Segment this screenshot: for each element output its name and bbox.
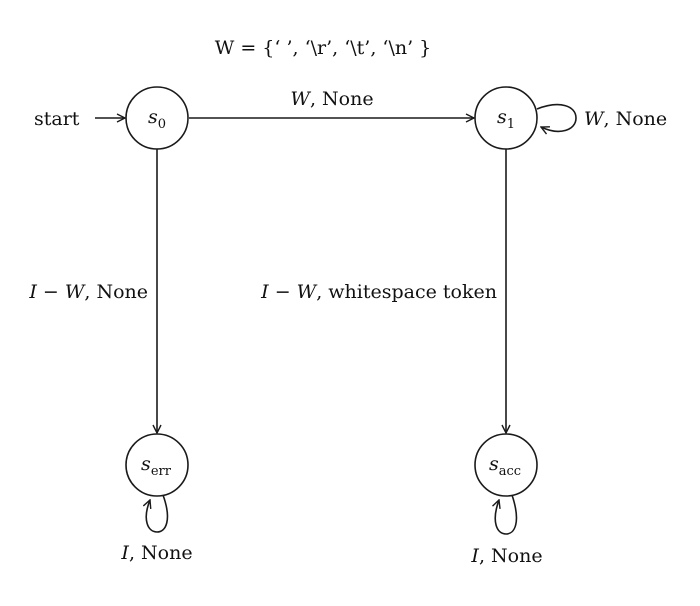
edge-sacc-loop xyxy=(495,494,518,535)
state-s0-label: s0 xyxy=(148,106,166,132)
state-serr-circle xyxy=(125,433,189,497)
start-label: start xyxy=(34,108,80,130)
state-s0: s0 xyxy=(125,86,189,150)
state-sacc-circle xyxy=(474,433,538,497)
state-s0-circle xyxy=(125,86,189,150)
state-sacc: sacc xyxy=(474,433,538,497)
edge-s0-s1-label: W, None xyxy=(290,88,373,110)
state-serr: serr xyxy=(125,433,189,497)
state-s1-label: s1 xyxy=(497,106,515,132)
edge-s1-sacc-label: I − W, whitespace token xyxy=(260,281,497,303)
edge-serr-loop-label: I, None xyxy=(120,542,192,564)
edge-s1-loop xyxy=(536,103,577,132)
edge-serr-loop xyxy=(146,494,169,533)
edge-s0-serr-label: I − W, None xyxy=(28,281,148,303)
state-s1-circle xyxy=(474,86,538,150)
state-sacc-label: sacc xyxy=(489,453,521,479)
edge-s1-loop-label: W, None xyxy=(584,108,667,130)
whitespace-set-definition: W = {‘ ’, ‘\r’, ‘\t’, ‘\n’ } xyxy=(215,37,432,59)
state-s1: s1 xyxy=(474,86,538,150)
edge-sacc-loop-label: I, None xyxy=(470,545,542,567)
state-serr-label: serr xyxy=(141,453,172,479)
